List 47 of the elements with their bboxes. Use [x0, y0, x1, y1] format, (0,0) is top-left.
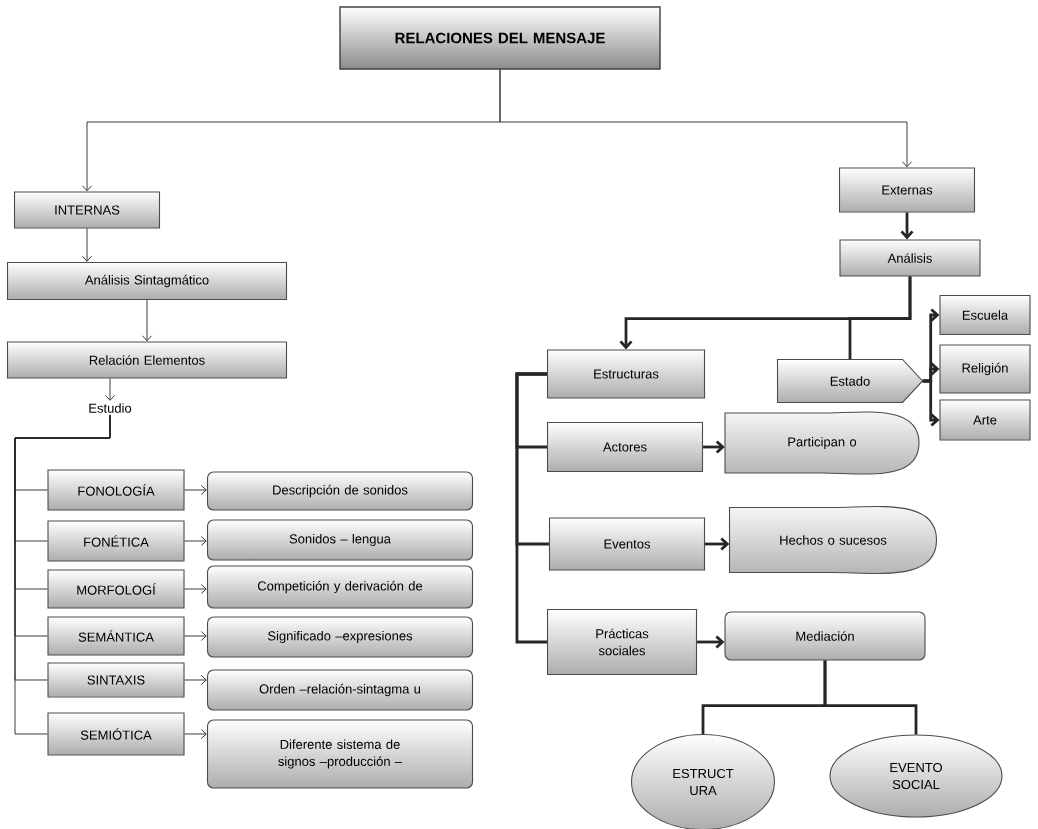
rounded-box: Diferente sistema de signos –producción – [206, 719, 474, 789]
process-box: Análisis [839, 239, 981, 277]
rounded-box: Mediación [724, 611, 926, 661]
process-box: FONÉTICA [47, 520, 185, 562]
process-box: Prácticas sociales [546, 608, 698, 676]
pentagon-arrow-box: Estado [776, 358, 924, 404]
rounded-box: Competición y derivación de [206, 565, 474, 609]
process-box: Externas [838, 167, 976, 213]
arrow [697, 635, 725, 649]
arrow [922, 379, 940, 427]
arrow [184, 631, 207, 641]
process-box: Escuela [939, 294, 1031, 336]
arrow [184, 729, 207, 739]
node-label: Estudio [89, 403, 132, 413]
process-box: Análisis Sintagmático [6, 261, 288, 301]
rounded-box: Significado –expresiones [206, 616, 474, 658]
process-box: MORFOLOGÍ [47, 569, 185, 609]
arrow [184, 485, 207, 495]
arrow [184, 584, 207, 594]
connector-line [823, 660, 918, 735]
arrow [105, 378, 115, 401]
arrow [184, 536, 207, 546]
process-box: Religión [939, 344, 1031, 394]
arrow [900, 212, 914, 240]
arrow [499, 69, 912, 168]
arrow [705, 537, 730, 551]
title-box: RELACIONES DEL MENSAJE [339, 6, 661, 70]
arrow [184, 675, 207, 685]
process-box: SEMIÓTICA [47, 712, 185, 756]
process-box: Eventos [548, 517, 706, 571]
rounded-box: Sonidos – lengua [206, 519, 474, 561]
connector-line [515, 372, 547, 644]
connector-line [848, 276, 912, 360]
process-box: FONOLOGÍA [47, 469, 185, 511]
arrow [82, 228, 92, 262]
process-box: Arte [939, 399, 1031, 441]
process-box: Estructuras [546, 349, 706, 399]
process-box: Actores [546, 421, 704, 473]
arrow [703, 440, 725, 454]
process-box: SINTAXIS [47, 662, 185, 698]
rounded-box: Orden –relación-sintagma u [206, 669, 474, 711]
process-box: Relación Elementos [6, 341, 288, 379]
rounded-box: Descripción de sonidos [206, 471, 474, 511]
process-box: INTERNAS [13, 191, 161, 229]
arrow [142, 299, 152, 342]
process-box: SEMÁNTICA [47, 616, 185, 656]
connector-line [14, 414, 111, 735]
